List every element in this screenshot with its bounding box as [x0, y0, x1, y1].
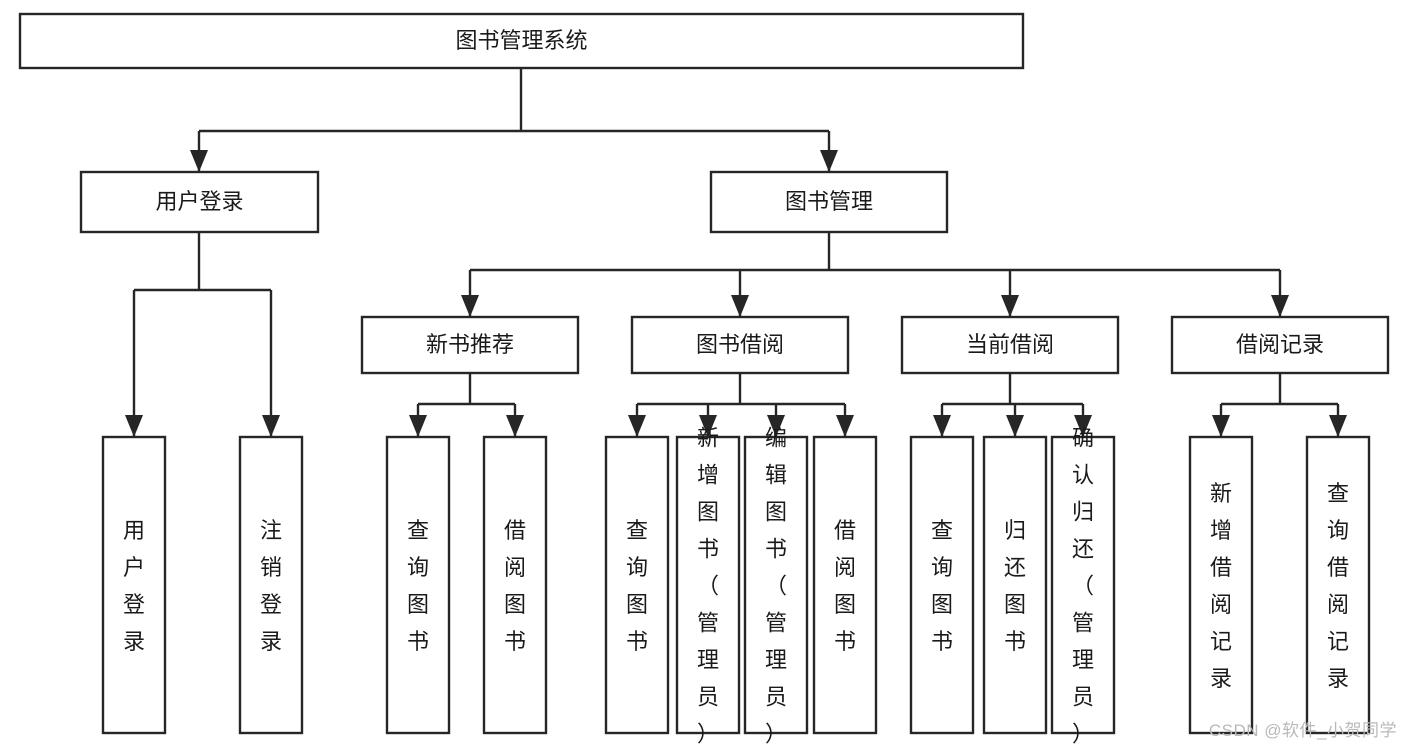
node-box-level3-0[interactable]	[360, 315, 580, 375]
arrow-head	[125, 415, 143, 437]
node-box-level3-3[interactable]	[1170, 315, 1390, 375]
leaf-label-11: 新增借阅记录	[1210, 481, 1232, 691]
leaf-label-10: 确认归还（管理员）	[1072, 426, 1094, 747]
leaf-label-12: 查询借阅记录	[1327, 481, 1349, 691]
arrow-head	[767, 415, 785, 437]
leaf-box-11[interactable]	[1188, 435, 1254, 735]
connector-layer	[125, 68, 1347, 437]
arrow-head	[820, 150, 838, 172]
leaf-label-1: 注销登录	[260, 518, 282, 654]
arrow-head	[933, 415, 951, 437]
arrow-head	[461, 295, 479, 317]
leaf-label-4: 查询图书	[626, 518, 648, 654]
arrow-head	[1329, 415, 1347, 437]
label-layer: 图书管理系统用户登录图书管理新书推荐图书借阅当前借阅借阅记录用户登录注销登录查询…	[123, 28, 1349, 747]
box-layer	[18, 12, 1390, 735]
leaf-label-3: 借阅图书	[504, 518, 526, 654]
leaf-label-2: 查询图书	[407, 518, 429, 654]
node-label-level2-1: 图书管理	[785, 189, 873, 214]
leaf-label-9: 归还图书	[1004, 518, 1026, 654]
arrow-head	[1271, 295, 1289, 317]
arrow-head	[506, 415, 524, 437]
node-label-level2-0: 用户登录	[155, 189, 243, 214]
leaf-label-0: 用户登录	[123, 518, 145, 654]
arrow-head	[699, 415, 717, 437]
node-box-level2-0[interactable]	[79, 170, 320, 234]
arrow-head	[1001, 295, 1019, 317]
leaf-box-4[interactable]	[604, 435, 670, 735]
leaf-label-6: 编辑图书（管理员）	[765, 426, 787, 747]
node-box-level2-1[interactable]	[709, 170, 949, 234]
leaf-box-6[interactable]	[743, 435, 809, 735]
node-box-level3-1[interactable]	[630, 315, 850, 375]
leaf-box-5[interactable]	[675, 435, 741, 735]
leaf-box-8[interactable]	[909, 435, 975, 735]
leaf-box-0[interactable]	[101, 435, 167, 735]
node-box-level3-2[interactable]	[900, 315, 1120, 375]
leaf-label-5: 新增图书（管理员）	[697, 426, 719, 747]
node-label-root: 图书管理系统	[455, 28, 587, 53]
leaf-box-3[interactable]	[482, 435, 548, 735]
node-box-root[interactable]	[18, 12, 1025, 70]
leaf-label-7: 借阅图书	[834, 518, 856, 654]
node-label-level3-1: 图书借阅	[696, 332, 784, 357]
arrow-head	[262, 415, 280, 437]
arrow-head	[409, 415, 427, 437]
node-label-level3-2: 当前借阅	[966, 332, 1054, 357]
leaf-box-1[interactable]	[238, 435, 304, 735]
arrow-head	[1074, 415, 1092, 437]
leaf-box-12[interactable]	[1305, 435, 1371, 735]
leaf-box-10[interactable]	[1050, 435, 1116, 735]
node-label-level3-3: 借阅记录	[1236, 332, 1324, 357]
node-label-level3-0: 新书推荐	[426, 332, 514, 357]
leaf-box-2[interactable]	[385, 435, 451, 735]
leaf-label-8: 查询图书	[931, 518, 953, 654]
arrow-head	[628, 415, 646, 437]
arrow-head	[1006, 415, 1024, 437]
leaf-box-9[interactable]	[982, 435, 1048, 735]
leaf-box-7[interactable]	[812, 435, 878, 735]
arrow-head	[836, 415, 854, 437]
arrow-head	[190, 150, 208, 172]
arrow-head	[1212, 415, 1230, 437]
arrow-head	[731, 295, 749, 317]
